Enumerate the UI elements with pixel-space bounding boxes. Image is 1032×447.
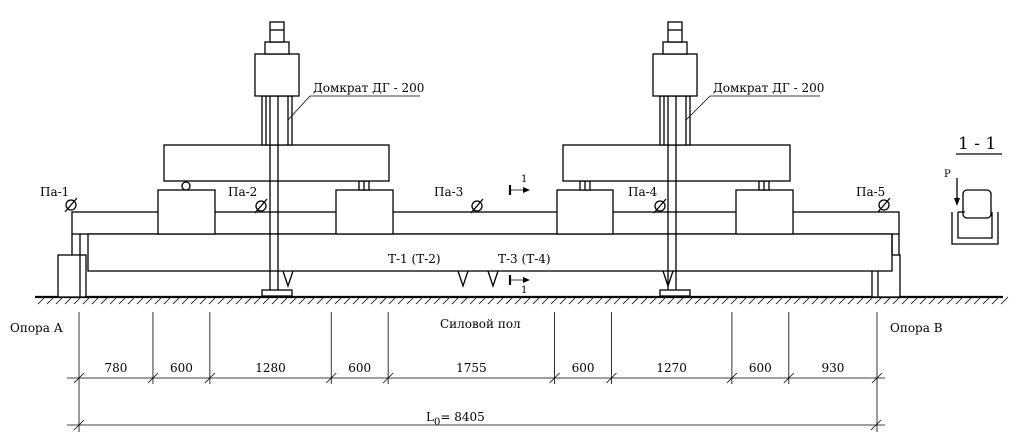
- beam-label-right: Т-3 (Т-4): [498, 252, 551, 266]
- pad-bearing-left: [358, 180, 370, 191]
- dimension-label-1: 780: [105, 361, 128, 375]
- roller-bearing-left: [181, 181, 191, 191]
- section-title: 1 - 1: [958, 134, 996, 154]
- gauge-pa-1: Па-1: [40, 185, 78, 213]
- section-cut-top: 1: [508, 174, 530, 195]
- section-mark-bottom: 1: [521, 285, 527, 296]
- jack-label-right-text: Домкрат ДГ - 200: [713, 81, 824, 95]
- gauge-pa-2-label: Па-2: [228, 185, 257, 199]
- dimension-label-6: 600: [572, 361, 595, 375]
- dimension-label-3: 1280: [255, 361, 286, 375]
- load-arrow-icon: [954, 198, 960, 206]
- dimension-label-5: 1755: [456, 361, 487, 375]
- total-span-symbol: L: [426, 410, 434, 424]
- jack-label-right: Домкрат ДГ - 200: [685, 81, 824, 121]
- total-span-subscript: 0: [434, 417, 440, 428]
- total-span: L0= 8405: [67, 410, 885, 431]
- traverse-left: [163, 144, 390, 182]
- gauge-pa-5: Па-5: [856, 185, 891, 213]
- jack-label-left: Домкрат ДГ - 200: [287, 81, 424, 121]
- section-detail: 1 - 1 P: [944, 134, 1002, 245]
- load-block-1: [157, 189, 216, 235]
- dimension-label-7: 1270: [656, 361, 687, 375]
- strain-gauge-marks: [282, 270, 674, 289]
- beam-label-left: Т-1 (Т-2): [388, 252, 441, 266]
- power-floor: [35, 295, 1009, 305]
- load-block-3: [556, 189, 614, 235]
- gauge-pa-5-label: Па-5: [856, 185, 885, 199]
- gauge-pa-4-label: Па-4: [628, 185, 658, 199]
- pad-bearing-right-1: [579, 180, 591, 191]
- section-mark-top: 1: [521, 174, 527, 185]
- gauge-pa-2: Па-2: [228, 185, 268, 214]
- dimension-label-8: 600: [749, 361, 772, 375]
- load-block-2: [335, 189, 394, 235]
- jack-right: [652, 21, 698, 297]
- floor-label: Силовой пол: [440, 317, 521, 331]
- load-block-4: [735, 189, 794, 235]
- support-b-label: Опора В: [890, 321, 943, 335]
- dimension-label-2: 600: [170, 361, 193, 375]
- gauge-pa-3-label: Па-3: [434, 185, 463, 199]
- load-label: P: [944, 169, 951, 180]
- support-a-label: Опора А: [10, 321, 63, 335]
- jack-left: [254, 21, 300, 297]
- total-span-value: = 8405: [440, 410, 484, 424]
- gauge-pa-1-label: Па-1: [40, 185, 69, 199]
- test-beam: [71, 211, 900, 272]
- total-span-label: L0= 8405: [426, 410, 485, 428]
- jack-label-left-text: Домкрат ДГ - 200: [313, 81, 424, 95]
- dimension-chain: 780 600 1280 600 1755 600 1270 600 930: [67, 312, 885, 432]
- dimension-label-4: 600: [348, 361, 371, 375]
- pad-bearing-right-2: [758, 180, 770, 191]
- section-cut-bottom: 1: [508, 275, 530, 296]
- gauge-pa-4: Па-4: [628, 185, 667, 214]
- support-a: [57, 254, 87, 298]
- dimension-label-9: 930: [821, 361, 844, 375]
- gauge-pa-3: Па-3: [434, 185, 484, 214]
